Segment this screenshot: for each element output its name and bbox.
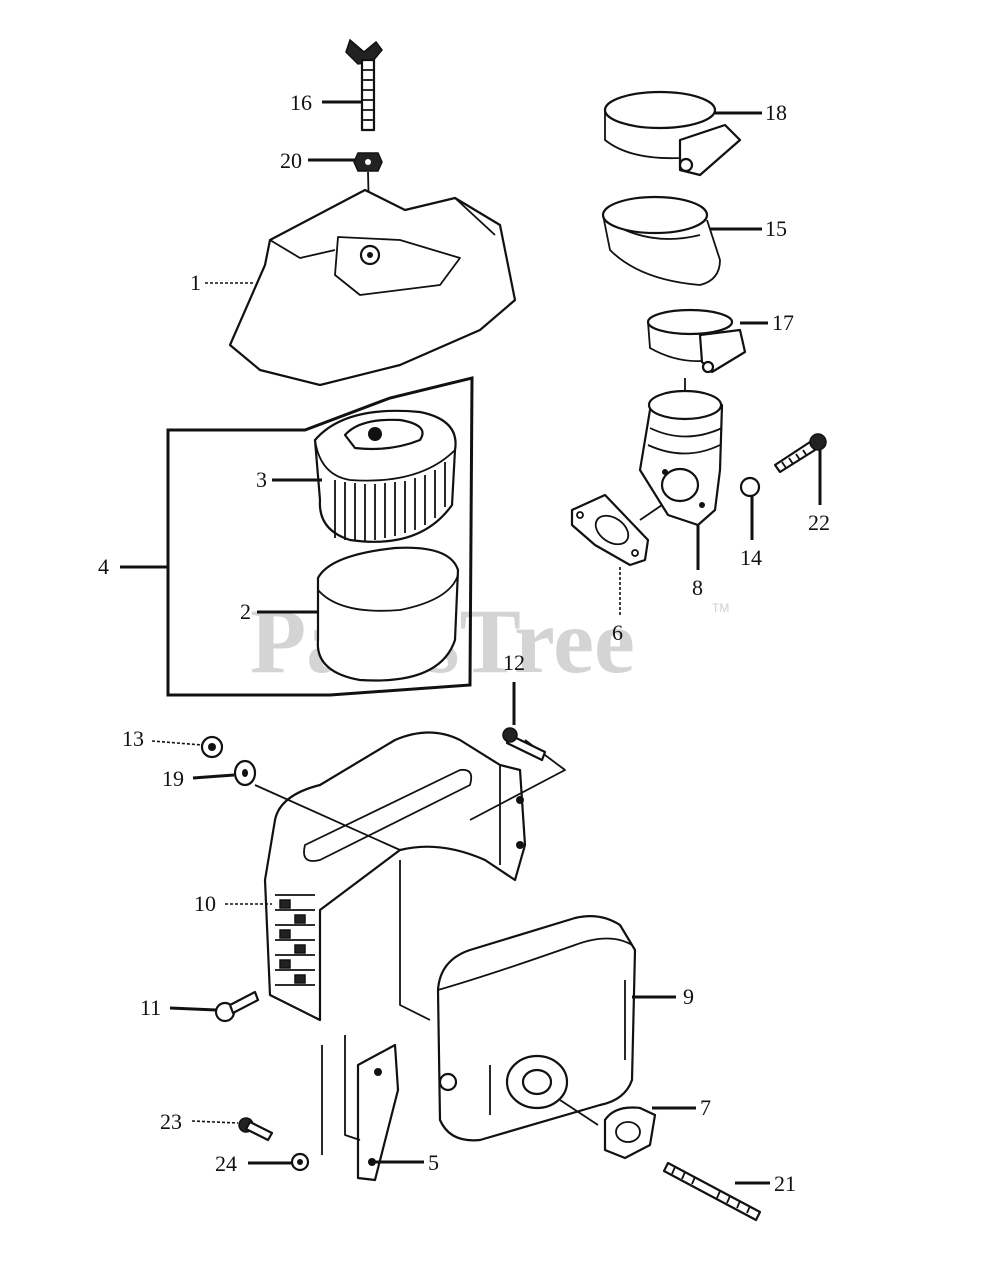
part-15-intake-elbow [601,195,721,286]
part-19-washer [233,759,257,787]
callout-9: 9 [683,984,694,1009]
shield-to-muffler-line [399,860,431,1021]
part-14-nut [739,476,761,498]
callout-3: 3 [256,467,267,492]
callout-10: 10 [194,891,216,916]
callout-5: 5 [428,1150,439,1175]
callout-15: 15 [765,216,787,241]
part-22-bolt [773,433,827,474]
leader-lines [120,100,822,1185]
callout-8: 8 [692,575,703,600]
callout-7: 7 [700,1095,711,1120]
part-9-muffler [436,915,637,1142]
callout-13: 13 [122,726,144,751]
callout-24: 24 [215,1151,237,1176]
part-18-hose-clamp [603,90,742,177]
part-21-stud [662,1161,762,1222]
part-6-gasket [570,493,650,567]
part-1-air-cleaner-cover [228,188,517,387]
watermark-trademark: TM [712,601,729,615]
part-7-exhaust-gasket [603,1106,657,1160]
callout-16: 16 [290,90,312,115]
part-10-heat-shield [263,731,527,1022]
part-23-bolt [238,1117,274,1142]
part-16-wing-bolt [345,38,383,132]
callout-12: 12 [503,650,525,675]
part-2-pre-cleaner [316,546,460,682]
washer-align-line [254,784,401,851]
part-12-bolt [502,727,547,762]
part-5-bracket [321,1035,400,1182]
callout-2: 2 [240,599,251,624]
callout-11: 11 [140,995,161,1020]
callout-18: 18 [765,100,787,125]
part-3-air-filter [313,409,457,543]
part-17-hose-clamp [646,308,747,374]
part-20-nut [353,152,383,172]
callout-17: 17 [772,310,794,335]
callout-23: 23 [160,1109,182,1134]
part-11-screw [214,990,260,1023]
callout-4: 4 [98,554,109,579]
callout-19: 19 [162,766,184,791]
exhaust-align-line [559,1099,599,1126]
part-8-carburetor-adapter [638,389,724,527]
part-13-nut [200,735,224,759]
callout-6: 6 [612,620,623,645]
gasket-align-line [639,504,663,521]
callout-14: 14 [740,545,762,570]
callout-labels: 16 20 1 3 4 2 18 15 17 22 14 8 6 12 13 1… [98,90,830,1196]
callout-21: 21 [774,1171,796,1196]
callout-20: 20 [280,148,302,173]
callout-1: 1 [190,270,201,295]
part-24-nut [290,1152,310,1172]
part-4-filter-kit-bracket [166,376,474,697]
callout-22: 22 [808,510,830,535]
